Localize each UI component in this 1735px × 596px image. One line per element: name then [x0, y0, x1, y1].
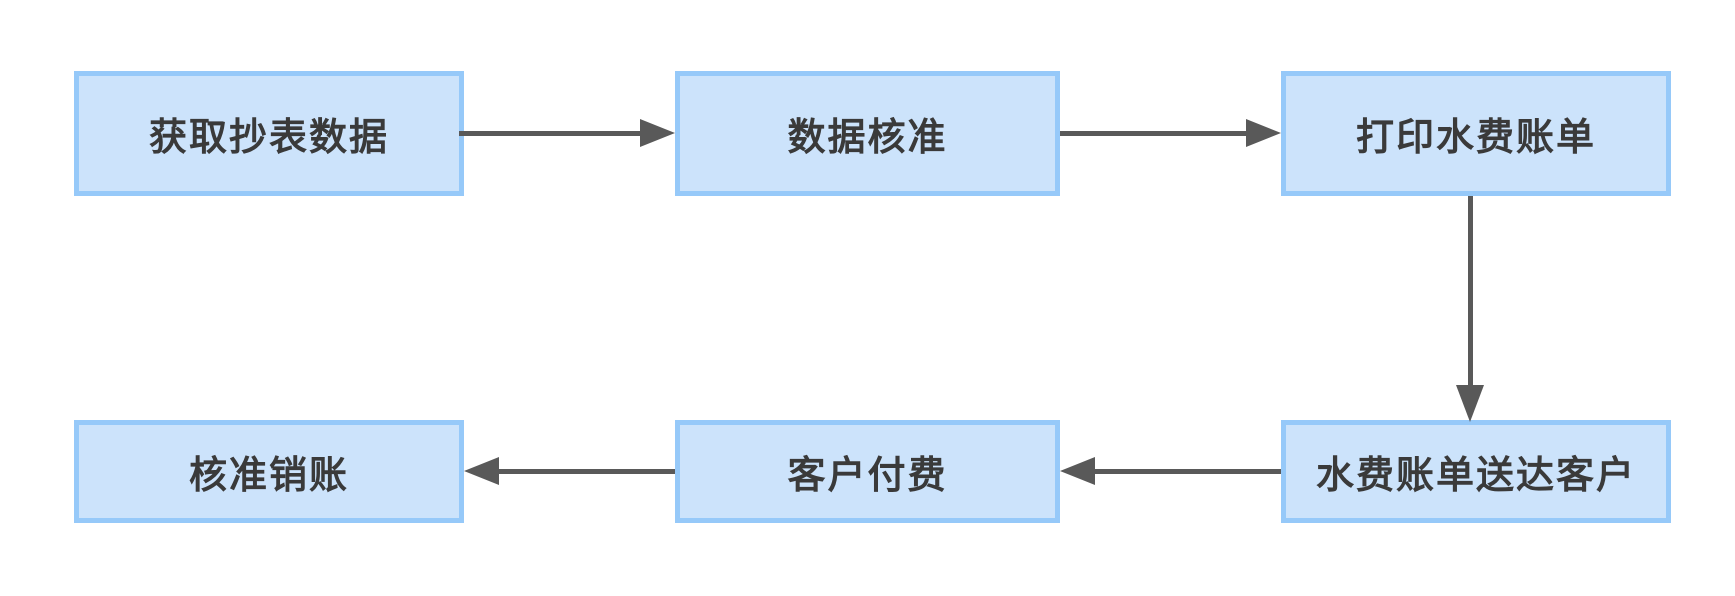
flow-node-data-verification: 数据核准: [675, 71, 1060, 196]
arrow-head-left-icon: [464, 457, 499, 485]
arrow-head-right-icon: [640, 119, 675, 147]
flow-node-label: 数据核准: [787, 117, 948, 159]
arrow-head-left-icon: [1060, 457, 1095, 485]
flow-node-verify-and-write-off: 核准销账: [74, 420, 464, 523]
arrow-shaft: [1060, 131, 1246, 136]
flow-node-label: 水费账单送达客户: [1315, 455, 1636, 497]
flow-node-bill-delivered-to-customer: 水费账单送达客户: [1281, 420, 1671, 523]
flow-node-label: 核准销账: [188, 455, 349, 497]
arrow-head-right-icon: [1246, 119, 1281, 147]
arrow-shaft: [459, 131, 640, 136]
flow-node-print-water-bill: 打印水费账单: [1281, 71, 1671, 196]
flow-node-label: 客户付费: [787, 455, 948, 497]
flow-node-label: 获取抄表数据: [148, 117, 389, 159]
arrow-shaft: [499, 469, 675, 474]
flow-node-customer-payment: 客户付费: [675, 420, 1060, 523]
arrow-head-down-icon: [1456, 385, 1484, 422]
flow-node-get-meter-reading-data: 获取抄表数据: [74, 71, 464, 196]
arrow-shaft: [1468, 196, 1473, 385]
flow-node-label: 打印水费账单: [1355, 117, 1596, 159]
arrow-shaft: [1095, 469, 1281, 474]
